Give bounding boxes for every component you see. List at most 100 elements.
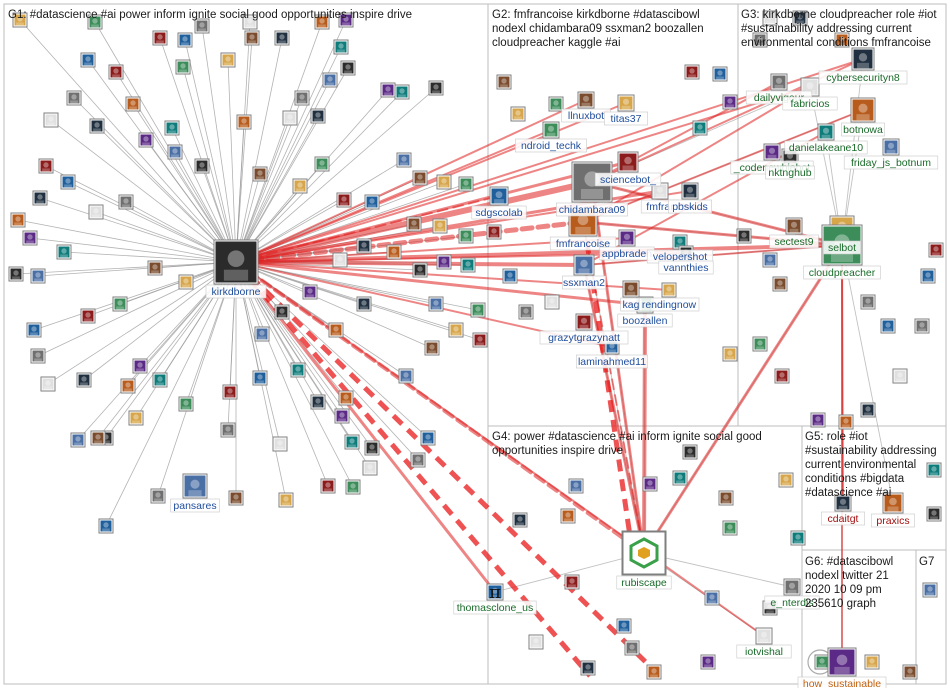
user-node-avatar[interactable] — [338, 390, 354, 406]
user-node-danielakeane10[interactable] — [817, 123, 835, 141]
user-node-avatar[interactable] — [177, 32, 193, 48]
user-node-avatar[interactable] — [274, 304, 290, 320]
user-node-avatar[interactable] — [920, 268, 936, 284]
user-node-avatar[interactable] — [922, 582, 938, 598]
user-node-avatar[interactable] — [902, 664, 918, 680]
user-node-avatar[interactable] — [164, 120, 180, 136]
user-node-avatar[interactable] — [428, 296, 444, 312]
user-node-avatar[interactable] — [544, 294, 560, 310]
user-node-avatar[interactable] — [386, 244, 402, 260]
user-node-avatar[interactable] — [66, 90, 82, 106]
user-node-avatar[interactable] — [436, 254, 452, 270]
user-node-avatar[interactable] — [928, 242, 944, 258]
user-node-avatar[interactable] — [424, 340, 440, 356]
user-node-avatar[interactable] — [220, 422, 236, 438]
user-node-avatar[interactable] — [860, 294, 876, 310]
user-node-friday-js-botnum[interactable] — [882, 138, 900, 156]
user-node-avatar[interactable] — [178, 396, 194, 412]
user-node-avatar[interactable] — [412, 262, 428, 278]
user-node-avatar[interactable] — [108, 64, 124, 80]
user-node-avatar[interactable] — [420, 430, 436, 446]
user-node-iotvishal[interactable] — [755, 627, 773, 645]
user-node-avatar[interactable] — [338, 12, 354, 28]
user-node-avatar[interactable] — [512, 512, 528, 528]
user-node-avatar[interactable] — [152, 372, 168, 388]
user-node-avatar[interactable] — [87, 14, 103, 30]
user-node-avatar[interactable] — [314, 156, 330, 172]
user-node-avatar[interactable] — [692, 120, 708, 136]
user-node-rendingnow[interactable] — [661, 282, 677, 298]
user-node-avatar[interactable] — [30, 348, 46, 364]
user-node-pbskids[interactable] — [681, 182, 699, 200]
user-node-avatar[interactable] — [8, 266, 24, 282]
user-node-avatar[interactable] — [722, 94, 738, 110]
user-node-avatar[interactable] — [458, 176, 474, 192]
user-node-avatar[interactable] — [278, 492, 294, 508]
user-node-avatar[interactable] — [448, 322, 464, 338]
user-node-avatar[interactable] — [548, 96, 564, 112]
user-node-avatar[interactable] — [642, 476, 658, 492]
user-node-avatar[interactable] — [406, 216, 422, 232]
user-node-avatar[interactable] — [282, 110, 298, 126]
user-node-avatar[interactable] — [128, 410, 144, 426]
user-node-avatar[interactable] — [236, 114, 252, 130]
user-node-avatar[interactable] — [356, 296, 372, 312]
user-node-avatar[interactable] — [150, 488, 166, 504]
user-node-avatar[interactable] — [412, 170, 428, 186]
user-node-avatar[interactable] — [242, 14, 258, 30]
user-node-avatar[interactable] — [22, 230, 38, 246]
user-node-avatar[interactable] — [470, 302, 486, 318]
user-node-thomasclone-us[interactable] — [486, 583, 504, 601]
user-node-avatar[interactable] — [43, 112, 59, 128]
user-node-avatar[interactable] — [814, 654, 830, 670]
user-node-avatar[interactable] — [752, 32, 768, 48]
user-node-avatar[interactable] — [646, 664, 662, 680]
user-node-avatar[interactable] — [926, 506, 942, 522]
user-node-avatar[interactable] — [860, 402, 876, 418]
user-node-ssxman2[interactable] — [573, 254, 595, 276]
user-node-avatar[interactable] — [560, 508, 576, 524]
user-node-avatar[interactable] — [328, 322, 344, 338]
user-node-avatar[interactable] — [718, 490, 734, 506]
user-node-avatar[interactable] — [580, 660, 596, 676]
user-node-avatar[interactable] — [364, 194, 380, 210]
user-node-avatar[interactable] — [194, 158, 210, 174]
user-node-how-sustainable[interactable] — [827, 647, 857, 677]
user-node-avatar[interactable] — [152, 30, 168, 46]
user-node-avatar[interactable] — [120, 378, 136, 394]
user-node-avatar[interactable] — [194, 18, 210, 34]
user-node-avatar[interactable] — [736, 228, 752, 244]
user-node-avatar[interactable] — [502, 268, 518, 284]
user-node-avatar[interactable] — [70, 432, 86, 448]
user-node-avatar[interactable] — [568, 478, 584, 494]
user-node-sdgscolab[interactable] — [489, 186, 509, 206]
user-node-avatar[interactable] — [10, 212, 26, 228]
user-node-avatar[interactable] — [125, 96, 141, 112]
user-node-avatar[interactable] — [486, 224, 502, 240]
user-node-avatar[interactable] — [396, 152, 412, 168]
user-node--codenewbiebot[interactable] — [763, 143, 781, 161]
user-node-avatar[interactable] — [320, 478, 336, 494]
user-node-avatar[interactable] — [704, 590, 720, 606]
user-node-avatar[interactable] — [167, 144, 183, 160]
user-node-kag[interactable] — [622, 280, 640, 298]
user-node-avatar[interactable] — [790, 530, 806, 546]
user-node-avatar[interactable] — [228, 490, 244, 506]
user-node-fmfrar[interactable] — [651, 182, 669, 200]
user-node-avatar[interactable] — [332, 252, 348, 268]
user-node-avatar[interactable] — [700, 654, 716, 670]
user-node-avatar[interactable] — [244, 30, 260, 46]
user-node-avatar[interactable] — [564, 574, 580, 590]
user-node-llnuxbot[interactable] — [577, 91, 595, 109]
user-node-avatar[interactable] — [410, 452, 426, 468]
user-node-avatar[interactable] — [220, 52, 236, 68]
user-node-avatar[interactable] — [712, 66, 728, 82]
user-node-avatar[interactable] — [26, 322, 42, 338]
user-node-avatar[interactable] — [38, 158, 54, 174]
user-node-avatar[interactable] — [472, 332, 488, 348]
user-node-avatar[interactable] — [772, 276, 788, 292]
user-node-avatar[interactable] — [362, 460, 378, 476]
user-node-avatar[interactable] — [80, 52, 96, 68]
user-node-avatar[interactable] — [436, 174, 452, 190]
user-node-grazytgrazynatt[interactable] — [575, 313, 593, 331]
